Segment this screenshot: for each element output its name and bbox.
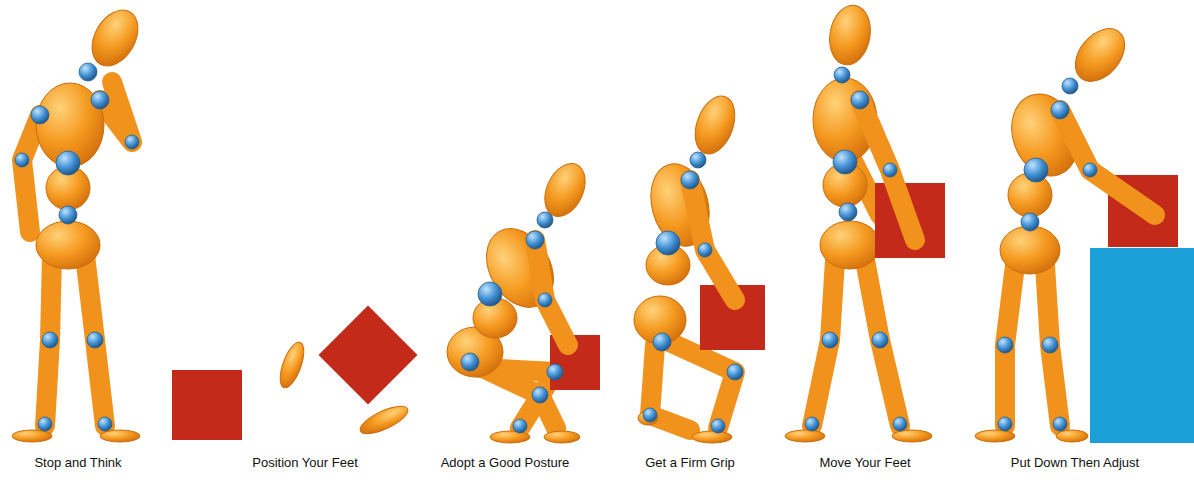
joint [653, 333, 671, 351]
joint [526, 231, 544, 249]
leg [85, 255, 105, 426]
joint [478, 282, 502, 306]
joint [42, 332, 58, 348]
joint [547, 364, 563, 380]
joint [79, 63, 97, 81]
joint [91, 91, 109, 109]
head [688, 91, 742, 160]
joint [59, 206, 77, 224]
head [825, 2, 875, 68]
joint [656, 231, 680, 255]
shelf-block [1090, 248, 1194, 443]
joint [1053, 417, 1067, 431]
step-caption: Move Your Feet [817, 455, 912, 470]
foot [100, 430, 140, 442]
mannequin-figure [785, 2, 945, 442]
joint [822, 332, 838, 348]
foot [490, 431, 530, 443]
pelvis [1000, 226, 1060, 274]
step-caption: Put Down Then Adjust [1009, 455, 1141, 470]
step-caption: Get a Firm Grip [643, 455, 737, 470]
joint [56, 151, 80, 175]
step-caption: Stop and Think [32, 455, 123, 470]
step-caption: Adopt a Good Posture [439, 455, 572, 470]
arm [860, 100, 915, 240]
joint [461, 353, 479, 371]
mannequin-figure [12, 2, 147, 442]
joint [15, 153, 29, 167]
footprint [275, 339, 308, 390]
leg [865, 260, 900, 426]
foot [1056, 430, 1088, 442]
foot [975, 430, 1015, 442]
joint [690, 152, 706, 168]
pelvis [36, 221, 100, 269]
foot [544, 431, 580, 443]
joints [805, 67, 907, 431]
arm [690, 180, 735, 300]
mannequin-figure [634, 91, 765, 443]
joint [727, 364, 743, 380]
joint [833, 150, 857, 174]
joint [513, 419, 527, 433]
joint [1051, 101, 1069, 119]
arm [100, 82, 132, 142]
joint [537, 212, 553, 228]
foot [785, 430, 825, 442]
arm [535, 240, 568, 345]
footprint [357, 401, 412, 439]
joint [87, 332, 103, 348]
joint [883, 163, 897, 177]
joint [834, 67, 850, 83]
joint [98, 417, 112, 431]
joint [839, 203, 857, 221]
joints [461, 212, 563, 433]
joint [711, 419, 725, 433]
joint [893, 417, 907, 431]
joint [997, 337, 1013, 353]
joint [872, 332, 888, 348]
joint [1024, 158, 1048, 182]
joint [681, 171, 699, 189]
joint [1021, 213, 1039, 231]
head [83, 2, 148, 74]
joint [125, 135, 139, 149]
load-box [319, 306, 418, 405]
joint [38, 417, 52, 431]
mannequin-figure [447, 157, 600, 443]
joint [643, 408, 657, 422]
joint [532, 387, 548, 403]
arm [1060, 110, 1155, 215]
foot [692, 431, 732, 443]
joint [1083, 163, 1097, 177]
foot [892, 430, 932, 442]
joints [15, 63, 139, 431]
foot [12, 430, 52, 442]
joint [1062, 78, 1078, 94]
joints [643, 152, 743, 433]
mannequin-figure [975, 19, 1155, 442]
joint [538, 293, 552, 307]
step-caption: Position Your Feet [250, 455, 360, 470]
load-box [172, 370, 242, 440]
joint [1042, 337, 1058, 353]
joint [805, 417, 819, 431]
pelvis [820, 221, 880, 269]
joint [31, 106, 49, 124]
joints [997, 78, 1097, 431]
joint [851, 91, 869, 109]
joint [698, 243, 712, 257]
joint [998, 417, 1012, 431]
